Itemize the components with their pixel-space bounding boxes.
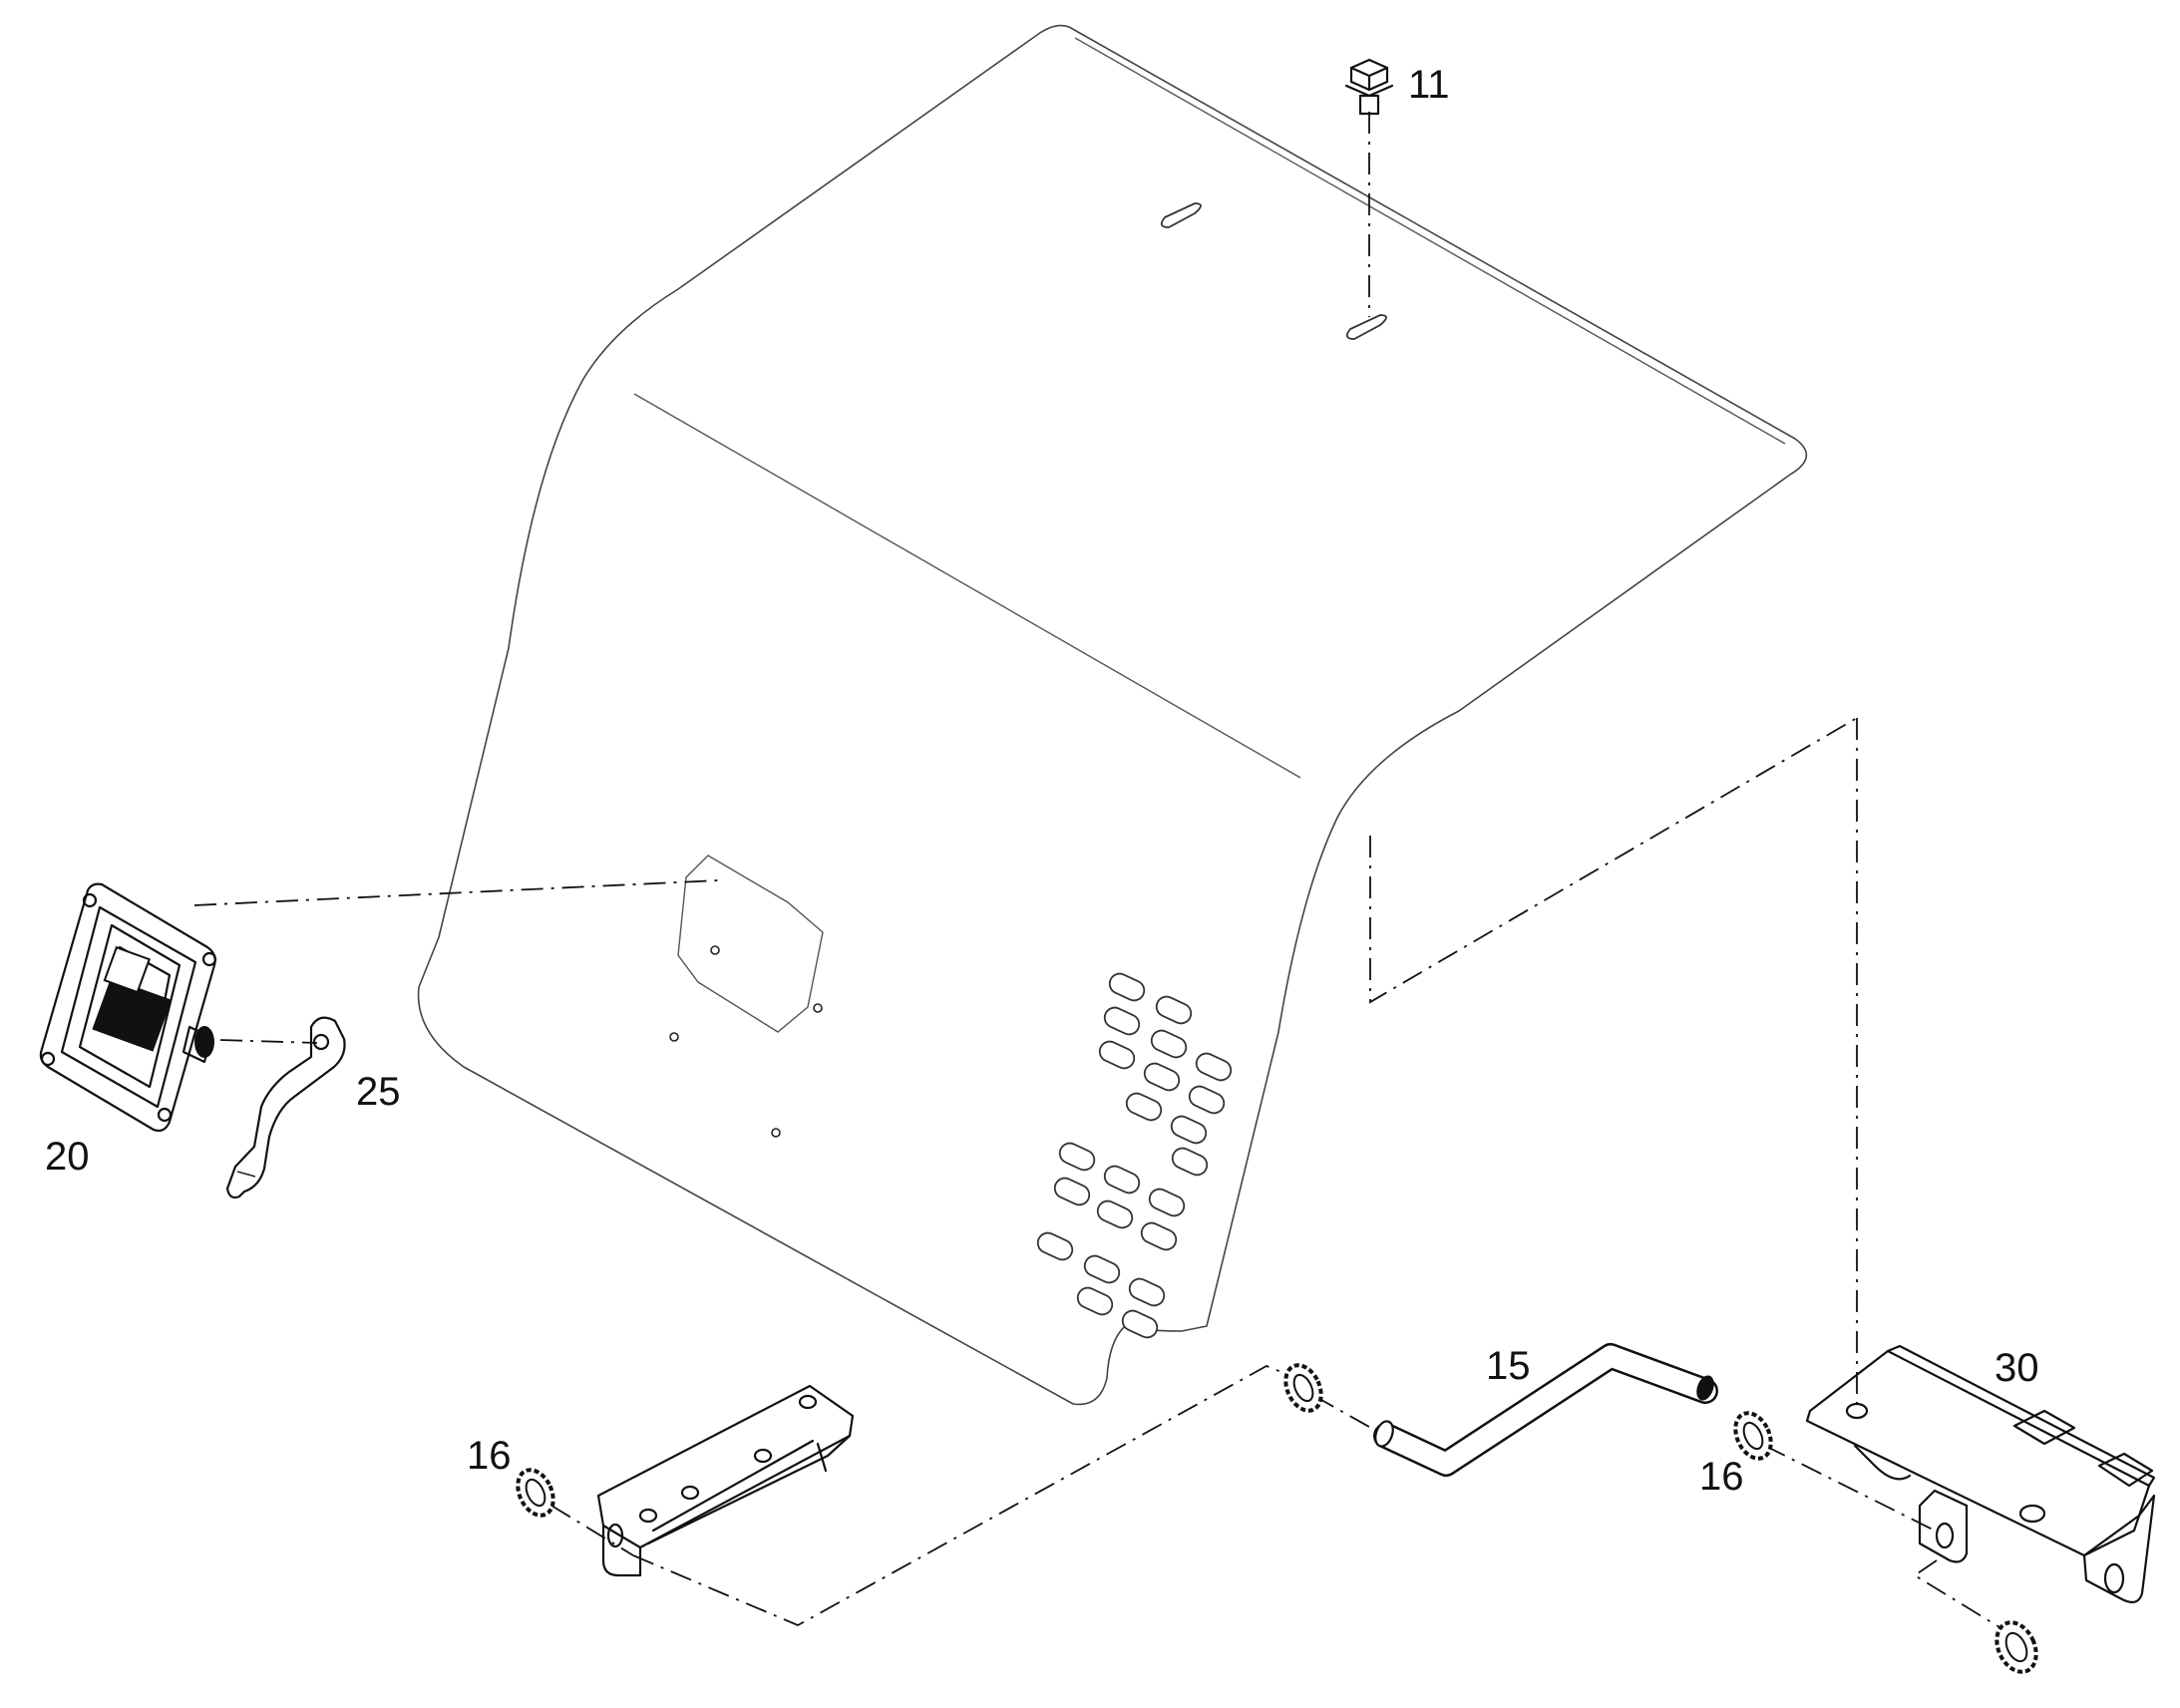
callout-15: 15 (1486, 1344, 1531, 1388)
vent-slot (1053, 1177, 1091, 1206)
cover-slot (1345, 314, 1387, 340)
bolt-part (1344, 58, 1394, 116)
vent-slot (1125, 1092, 1163, 1122)
vent-slot (1103, 1006, 1141, 1036)
vent-slot (1083, 1254, 1121, 1284)
latch-part (39, 882, 217, 1133)
latch-cam-part (225, 1016, 346, 1199)
vent-slots (1036, 972, 1233, 1339)
vent-slot (1188, 1085, 1226, 1115)
vent-slot (1140, 1221, 1178, 1251)
engine-cover (417, 24, 1808, 1406)
vent-slot (1076, 1286, 1114, 1316)
vent-slot (1155, 995, 1193, 1025)
vent-slot (1148, 1188, 1186, 1217)
bracket-part (596, 1384, 855, 1577)
washer-part-right (1733, 1411, 1773, 1461)
cover-slot (1160, 202, 1202, 228)
callout-16-left: 16 (467, 1434, 512, 1478)
vent-slot (1128, 1277, 1166, 1307)
callout-20: 20 (45, 1135, 90, 1179)
hinge-part (1805, 1344, 2156, 1604)
vent-slot (1143, 1062, 1181, 1092)
callout-11: 11 (1408, 63, 1450, 107)
callout-25: 25 (356, 1070, 401, 1114)
vent-slot (1058, 1142, 1096, 1172)
washer-part-mid (1283, 1363, 1323, 1413)
callout-labels: 11 15 16 16 20 25 30 (45, 63, 2039, 1499)
leader-lines (193, 112, 2005, 1631)
rod-part (1373, 1343, 1718, 1477)
vent-slot (1195, 1052, 1233, 1082)
vent-slot (1103, 1165, 1141, 1195)
vent-slot (1121, 1309, 1159, 1339)
vent-slot (1150, 1029, 1188, 1059)
callout-30: 30 (1995, 1346, 2039, 1390)
washer-part-bottom (1995, 1620, 2038, 1674)
washer-part-left (516, 1468, 555, 1518)
vent-slot (1036, 1231, 1074, 1261)
vent-slot (1171, 1147, 1209, 1177)
callout-16-right: 16 (1699, 1455, 1744, 1499)
vent-slot (1170, 1115, 1208, 1145)
vent-slot (1108, 972, 1146, 1002)
vent-slot (1098, 1040, 1136, 1070)
octagon-plate (677, 854, 824, 1033)
vent-slot (1096, 1199, 1134, 1229)
